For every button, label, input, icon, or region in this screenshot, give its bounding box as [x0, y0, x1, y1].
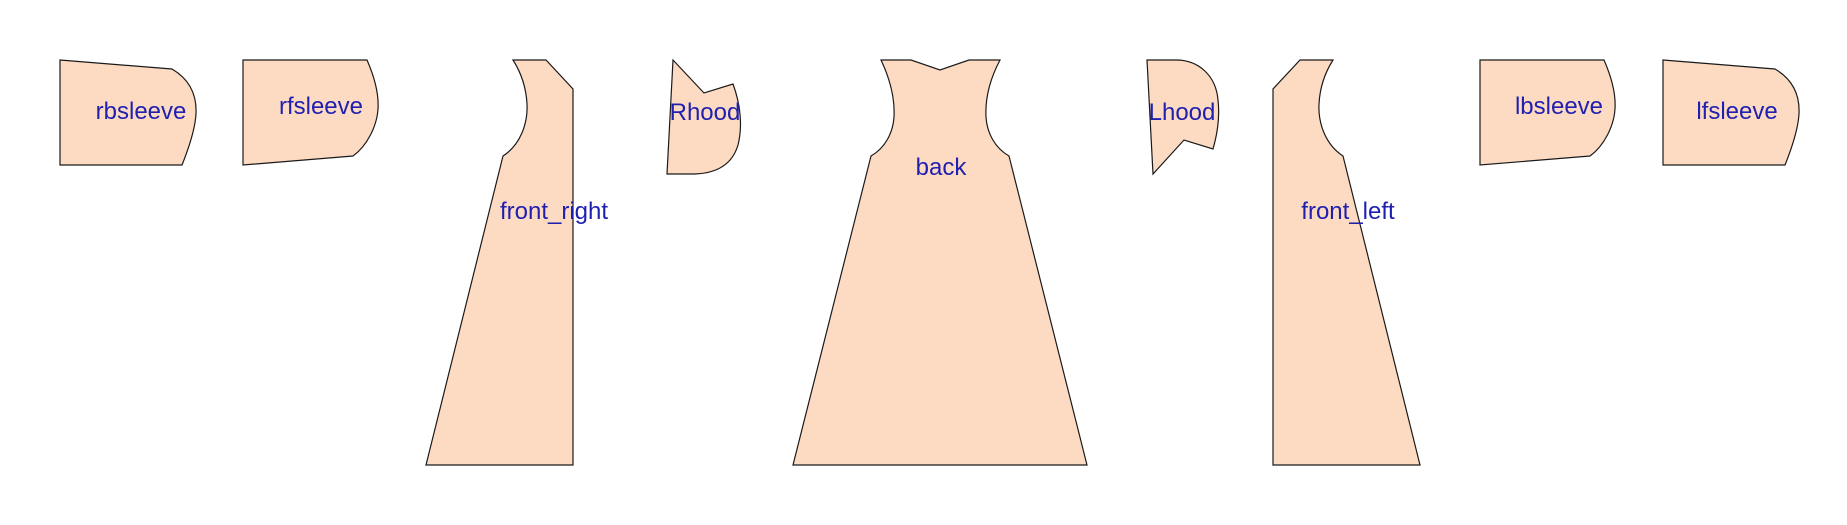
- piece-front-left: front_left: [1272, 59, 1421, 466]
- piece-lhood-label: Lhood: [1149, 99, 1216, 126]
- piece-lfsleeve-shape: [1662, 59, 1800, 166]
- piece-lfsleeve: lfsleeve: [1662, 59, 1800, 166]
- piece-front-right-shape: [425, 59, 574, 466]
- piece-front-left-shape: [1272, 59, 1421, 466]
- piece-lhood: Lhood: [1146, 59, 1220, 176]
- piece-back-shape: [792, 59, 1088, 466]
- piece-back: back: [792, 59, 1088, 466]
- piece-lfsleeve-label: lfsleeve: [1696, 98, 1777, 125]
- piece-front-left-label: front_left: [1301, 198, 1395, 225]
- piece-rhood-label: Rhood: [670, 99, 741, 126]
- piece-lbsleeve-shape: [1479, 59, 1616, 166]
- piece-rfsleeve-label: rfsleeve: [279, 93, 363, 120]
- piece-rfsleeve: rfsleeve: [242, 59, 379, 166]
- piece-back-label: back: [916, 154, 968, 181]
- piece-front-right: front_right: [425, 59, 608, 466]
- piece-rhood-shape: [666, 58, 742, 175]
- piece-rfsleeve-shape: [242, 59, 379, 166]
- piece-lbsleeve: lbsleeve: [1479, 59, 1616, 166]
- piece-rbsleeve-shape: [59, 59, 197, 166]
- piece-front-right-label: front_right: [500, 198, 608, 225]
- piece-rbsleeve: rbsleeve: [59, 59, 197, 166]
- piece-rhood: Rhood: [666, 58, 742, 175]
- piece-lbsleeve-label: lbsleeve: [1515, 93, 1603, 120]
- piece-lhood-shape: [1146, 59, 1220, 176]
- piece-rbsleeve-label: rbsleeve: [96, 98, 187, 125]
